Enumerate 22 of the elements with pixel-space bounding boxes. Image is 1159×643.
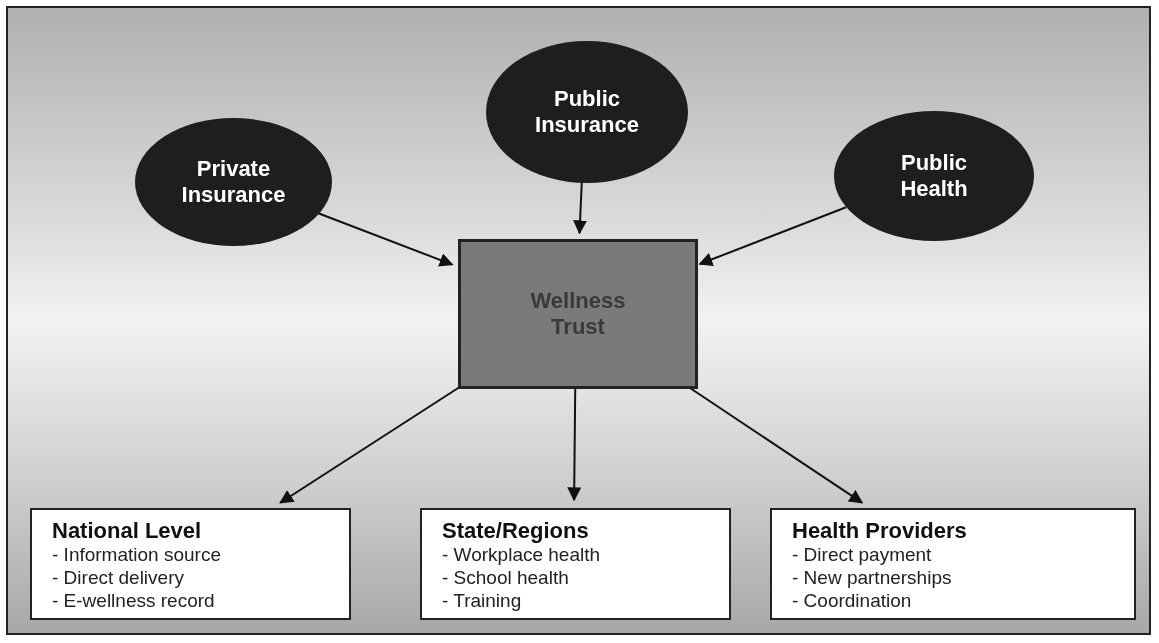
node-label: Public Health bbox=[899, 149, 969, 203]
central-box bbox=[458, 239, 698, 389]
list-item: - Coordination bbox=[792, 590, 912, 613]
node-label: Private Insurance bbox=[180, 155, 287, 209]
info-box bbox=[770, 508, 1136, 620]
list-item: - School health bbox=[442, 567, 569, 590]
box-heading: State/Regions bbox=[442, 518, 589, 545]
box-heading: Health Providers bbox=[792, 518, 967, 545]
list-item: - Training bbox=[442, 590, 522, 613]
info-box bbox=[30, 508, 351, 620]
arrow bbox=[279, 386, 461, 504]
node-label: Public Insurance bbox=[534, 85, 640, 139]
list-item: - Direct delivery bbox=[52, 567, 184, 590]
list-item: - E-wellness record bbox=[52, 590, 215, 613]
box-heading: National Level bbox=[52, 518, 202, 545]
list-item: - Information source bbox=[52, 544, 221, 568]
node-label: Wellness Trust bbox=[529, 287, 627, 341]
list-item: - New partnerships bbox=[792, 567, 952, 590]
list-item: - Workplace health bbox=[442, 544, 601, 568]
arrow bbox=[698, 206, 848, 266]
list-item: - Direct payment bbox=[792, 544, 932, 568]
info-box bbox=[420, 508, 731, 620]
